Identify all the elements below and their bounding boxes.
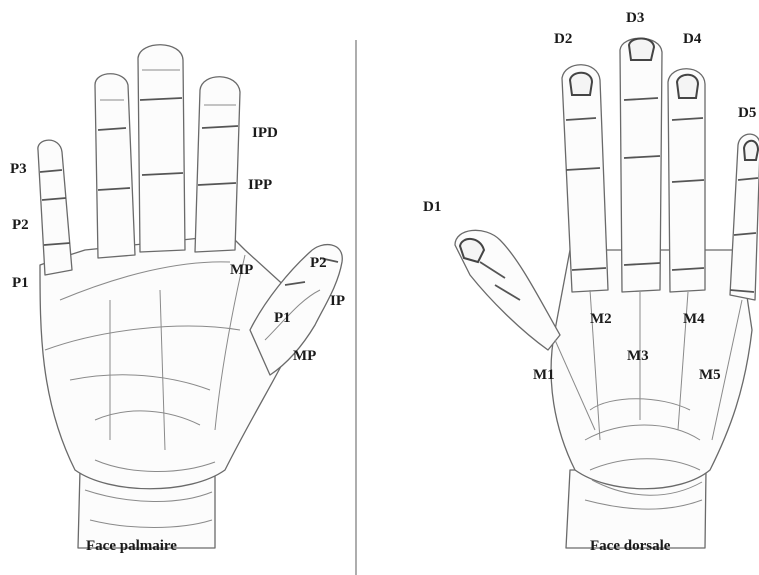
palmar-label-ipp: IPP	[248, 178, 272, 193]
palmar-middle-finger	[138, 45, 185, 252]
dorsal-label-m2: M2	[590, 312, 612, 327]
dorsal-label-d2: D2	[554, 32, 572, 47]
dorsal-label-d5: D5	[738, 106, 756, 121]
dorsal-label-d1: D1	[423, 200, 441, 215]
dorsal-label-m4: M4	[683, 312, 705, 327]
dorsal-label-m1: M1	[533, 368, 555, 383]
palmar-caption: Face palmaire	[86, 538, 177, 555]
palmar-label-mp: MP	[230, 263, 253, 278]
palmar-label-p1: P1	[12, 276, 29, 291]
palmar-label-thumb-p2: P2	[310, 256, 327, 271]
palmar-label-ipd: IPD	[252, 126, 278, 141]
palmar-label-thumb-ip: IP	[330, 294, 345, 309]
dorsal-label-m3: M3	[627, 349, 649, 364]
palmar-label-thumb-p1: P1	[274, 311, 291, 326]
palmar-label-thumb-mp: MP	[293, 349, 316, 364]
dorsal-label-d4: D4	[683, 32, 701, 47]
dorsal-nails	[460, 38, 758, 262]
palmar-palm	[40, 235, 300, 489]
palmar-little-finger	[38, 140, 72, 275]
palmar-label-p3: P3	[10, 162, 27, 177]
dorsal-label-m5: M5	[699, 368, 721, 383]
dorsal-caption: Face dorsale	[590, 538, 670, 555]
palmar-hand	[38, 45, 342, 548]
dorsal-label-d3: D3	[626, 11, 644, 26]
dorsal-hand	[455, 38, 759, 548]
palmar-label-p2: P2	[12, 218, 29, 233]
palmar-ring-finger	[95, 74, 135, 258]
palmar-index-finger	[195, 77, 240, 252]
dorsal-middle-finger	[620, 38, 662, 292]
